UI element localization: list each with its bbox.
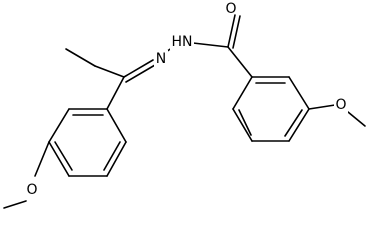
bond-ring-a-inner-2 <box>54 141 73 171</box>
bond-ring-a-3 <box>48 141 70 177</box>
bond-ethyl-ch2 <box>94 65 125 78</box>
ring-a-methoxy-oxygen-label: O <box>26 182 37 198</box>
ring-b-methoxy-oxygen-label: O <box>335 97 346 113</box>
bond-ring-a-2 <box>48 108 70 143</box>
bond-ring-b-inner-2 <box>284 109 303 137</box>
bond-imine-c-n-1 <box>123 59 154 78</box>
bond-ring-b-2 <box>288 76 310 110</box>
bond-carbonyl-o-2 <box>232 15 241 49</box>
hydrazide-nh-label: HN <box>172 34 193 50</box>
bond-carbonyl-ring-b <box>227 46 253 78</box>
bond-ring-b-6 <box>232 76 253 110</box>
bond-ethyl-ch3 <box>65 48 96 67</box>
bond-ring-b-inner-3 <box>238 109 252 136</box>
bond-ring-a-inner-3 <box>103 141 121 171</box>
bond-imine-ring-a <box>106 76 125 110</box>
label-layer: O HN N O O <box>25 1 348 198</box>
bond-ring-b-3 <box>288 108 310 142</box>
bond-ring-b-methoxy-o <box>308 104 336 110</box>
molecule-drawing: O HN N O O <box>3 1 366 209</box>
bond-ring-a-5 <box>106 141 127 177</box>
bond-ring-a-methoxy-o <box>34 141 50 177</box>
structure-diagram: O HN N O O <box>3 1 366 209</box>
bond-carbonyl-o-1 <box>227 14 236 48</box>
bond-layer <box>3 14 366 209</box>
bond-ring-b-5 <box>232 108 253 142</box>
bond-ring-a-methoxy-ch3 <box>3 200 27 209</box>
bond-imine-c-n-2 <box>125 64 156 83</box>
bond-ring-a-6 <box>106 108 127 143</box>
carbonyl-oxygen-label: O <box>225 1 236 17</box>
bond-nh-carbonyl <box>192 42 229 48</box>
bond-ring-b-methoxy-ch3 <box>347 111 366 127</box>
imine-nitrogen-label: N <box>156 51 166 67</box>
